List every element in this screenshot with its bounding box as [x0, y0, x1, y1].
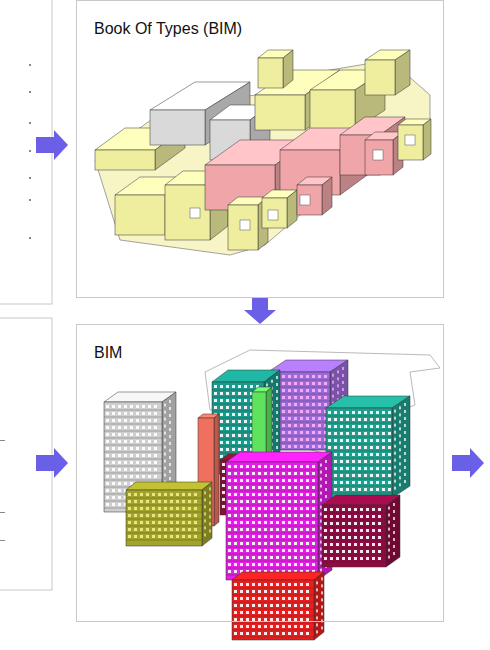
panel-title: BIM: [92, 344, 124, 362]
tower-model: [104, 350, 440, 640]
block: [365, 132, 403, 175]
block: [322, 495, 400, 567]
block: [104, 392, 176, 512]
block: [226, 452, 332, 580]
flow-arrow: [244, 298, 276, 324]
block: [398, 119, 431, 160]
panel-title: Book Of Types (BIM): [92, 20, 244, 38]
block: [262, 190, 297, 228]
block: [126, 482, 212, 546]
block: [340, 117, 405, 175]
diagram-panel: BIM: [76, 324, 444, 622]
side-panel: [0, 318, 52, 590]
block: [365, 50, 410, 95]
block: [258, 50, 293, 88]
block: [232, 572, 324, 640]
diagram-panel: Book Of Types (BIM): [76, 0, 444, 298]
floor-plan-model: [95, 50, 431, 255]
block: [326, 396, 410, 498]
block: [297, 177, 332, 215]
side-panel-marks: [0, 64, 31, 541]
